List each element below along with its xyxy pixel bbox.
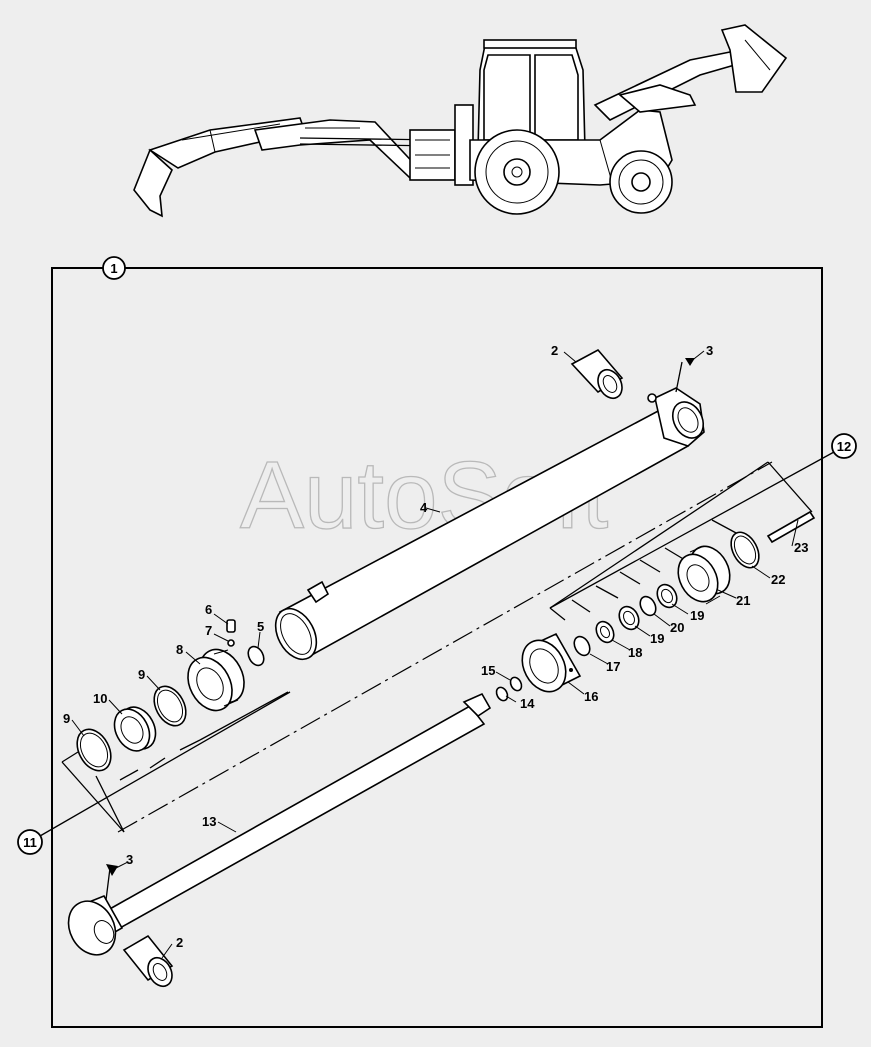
label-bushing-top: 2	[551, 343, 558, 358]
bushing-top	[570, 348, 624, 400]
assembly-frame	[51, 267, 823, 1028]
label-nut-15: 15	[481, 663, 495, 678]
ball-7	[227, 639, 235, 647]
ring-19a	[618, 605, 640, 631]
label-grease-top: 3	[706, 343, 713, 358]
callout-12: 12	[549, 433, 857, 609]
label-ball-7: 7	[205, 623, 212, 638]
label-piston-21: 21	[736, 593, 750, 608]
callout-11-label: 11	[23, 835, 37, 850]
ring-20	[639, 595, 657, 617]
gland-8	[187, 648, 245, 712]
ring-19b	[656, 583, 678, 609]
label-gland-8: 8	[176, 642, 183, 657]
group-12-bracket	[549, 461, 813, 621]
label-wiper-10: 10	[93, 691, 107, 706]
wiper-9b	[76, 728, 112, 772]
pin-23	[766, 510, 816, 544]
callout-1: 1	[102, 256, 126, 280]
label-ring-19b: 19	[690, 608, 704, 623]
backhoe-loader-illustration	[133, 24, 788, 218]
label-bushing-rod: 2	[176, 935, 183, 950]
cylinder-barrel	[274, 387, 705, 661]
oring-17	[573, 635, 591, 657]
callout-1-label: 1	[110, 261, 117, 276]
oring-5	[247, 645, 265, 667]
label-ring-19a: 19	[650, 631, 664, 646]
label-seal-22: 22	[771, 572, 785, 587]
assembly-centerline	[117, 461, 773, 833]
wiper-10	[113, 706, 157, 752]
ring-18	[595, 620, 615, 644]
seal-22	[730, 531, 760, 569]
piston-21	[677, 545, 731, 605]
label-nut-14: 14	[520, 696, 535, 711]
backup-ring-9a	[153, 685, 187, 727]
nut-14	[495, 686, 509, 702]
label-backup-9a: 9	[138, 667, 145, 682]
leader-lines	[71, 350, 799, 959]
label-screw-6: 6	[205, 602, 212, 617]
nut-15	[509, 676, 523, 692]
label-wiper-9b: 9	[63, 711, 70, 726]
grease-fitting-top	[675, 361, 683, 393]
piston-rod	[67, 692, 492, 956]
label-rod-13: 13	[202, 814, 216, 829]
label-ring-18: 18	[628, 645, 642, 660]
spacer-16	[521, 632, 582, 693]
screw-6	[226, 619, 236, 633]
label-pin-23: 23	[794, 540, 808, 555]
part-labels: 2 3 4 5 6 7 8 9 10 9 13 3 2 15 14 16 17 …	[63, 343, 808, 950]
label-grease-rod: 3	[126, 852, 133, 867]
group-11-bracket	[61, 691, 289, 833]
callout-12-label: 12	[837, 439, 851, 454]
label-spacer-16: 16	[584, 689, 598, 704]
callout-11: 11	[17, 691, 291, 855]
bushing-bottom	[122, 934, 174, 988]
label-oring-5: 5	[257, 619, 264, 634]
label-barrel: 4	[420, 500, 428, 515]
label-oring-17: 17	[606, 659, 620, 674]
label-ring-20: 20	[670, 620, 684, 635]
